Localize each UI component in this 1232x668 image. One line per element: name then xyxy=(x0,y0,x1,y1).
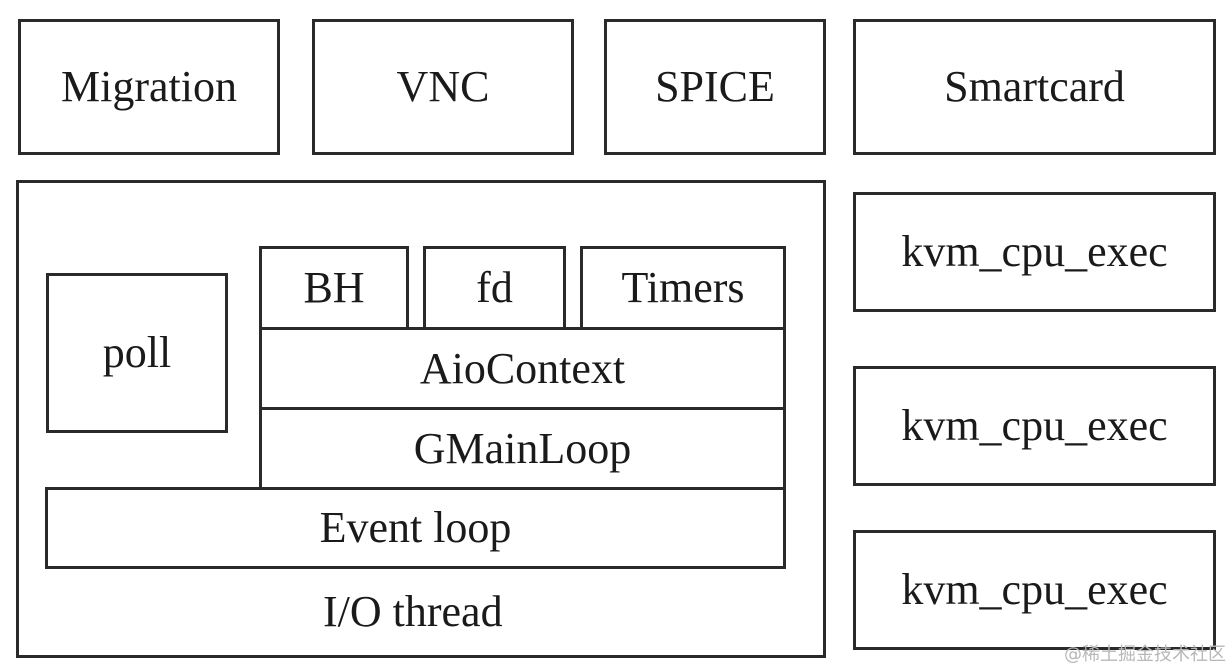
kvm-cpu-exec-box: kvm_cpu_exec xyxy=(853,366,1216,486)
fd-box: fd xyxy=(423,246,566,330)
bh-box: BH xyxy=(259,246,409,330)
migration-label: Migration xyxy=(61,62,237,111)
kvm-cpu-exec-box: kvm_cpu_exec xyxy=(853,530,1216,650)
gmainloop-label: GMainLoop xyxy=(413,423,632,473)
aiocontext-box: AioContext xyxy=(259,327,786,410)
vnc-box: VNC xyxy=(312,19,574,155)
spice-box: SPICE xyxy=(604,19,826,155)
event-loop-label: Event loop xyxy=(319,503,512,552)
timers-label: Timers xyxy=(621,263,745,312)
gmainloop-box: GMainLoop xyxy=(259,407,786,490)
kvm-cpu-exec-label: kvm_cpu_exec xyxy=(901,227,1168,276)
timers-box: Timers xyxy=(580,246,786,330)
poll-label: poll xyxy=(102,328,172,377)
poll-box: poll xyxy=(46,273,228,433)
fd-label: fd xyxy=(476,263,513,312)
migration-box: Migration xyxy=(18,19,280,155)
kvm-cpu-exec-box: kvm_cpu_exec xyxy=(853,192,1216,312)
kvm-cpu-exec-label: kvm_cpu_exec xyxy=(901,565,1168,614)
io-thread-label: I/O thread xyxy=(323,587,503,636)
watermark: @稀土掘金技术社区 xyxy=(1064,644,1226,665)
smartcard-box: Smartcard xyxy=(853,19,1216,155)
aiocontext-label: AioContext xyxy=(419,343,626,393)
smartcard-label: Smartcard xyxy=(944,62,1125,111)
kvm-cpu-exec-label: kvm_cpu_exec xyxy=(901,401,1168,450)
vnc-label: VNC xyxy=(396,62,490,111)
spice-label: SPICE xyxy=(655,62,775,111)
bh-label: BH xyxy=(303,263,365,312)
event-loop-box: Event loop xyxy=(45,487,786,569)
